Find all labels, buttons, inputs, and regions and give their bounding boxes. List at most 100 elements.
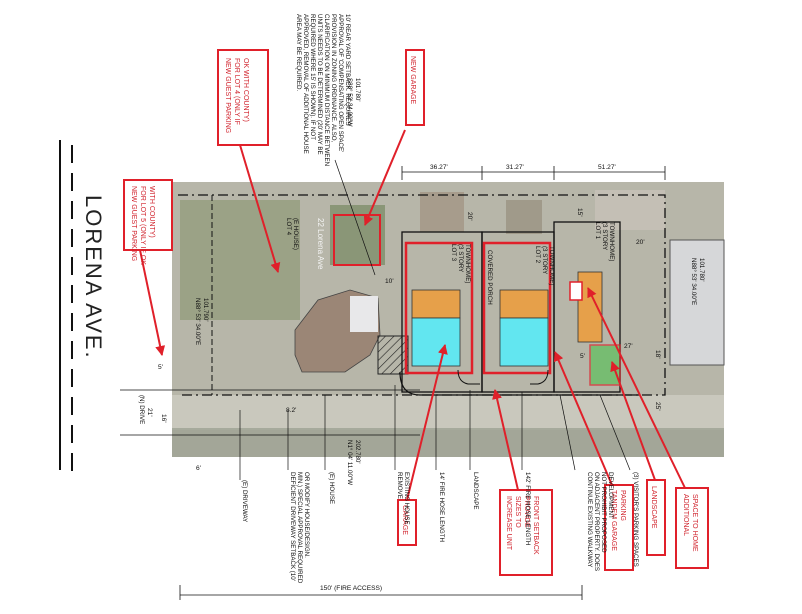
- svg-text:NEW GUEST PARKING: NEW GUEST PARKING: [130, 186, 137, 261]
- dim-51: 51.27': [598, 164, 616, 171]
- svg-text:S88° 53' 34.00"W: S88° 53' 34.00"W: [346, 78, 353, 127]
- lot3-roof: [411, 289, 461, 319]
- note-deficient: DEFICIENT DRIVEWAY SETBACK (10' MIN.) SP…: [289, 472, 310, 584]
- dim-20b: 20': [636, 239, 645, 246]
- dim-8-2: 8.2': [286, 407, 296, 414]
- driveway-curve: [399, 371, 640, 396]
- bearing-east: N88° 53' 34.00"E 101.780': [690, 258, 705, 305]
- note-remove-house: REMOVE EXISTING HOUSE: [396, 472, 410, 525]
- svg-text:(E) DRIVEWAY: (E) DRIVEWAY: [241, 480, 248, 522]
- callout-box-new-garage: [405, 49, 425, 126]
- svg-text:MIN.) SPECIAL APPROVAL REQUIRE: MIN.) SPECIAL APPROVAL REQUIRED: [296, 472, 303, 584]
- svg-text:(3 STORY: (3 STORY: [541, 246, 548, 274]
- svg-text:TOWNHOME): TOWNHOME): [464, 244, 471, 283]
- neighbor-building: [669, 239, 725, 366]
- arrow-additional: [587, 287, 686, 489]
- callout-new-garage-text: NEW GARAGE: [409, 56, 416, 105]
- dim-21: 21': [146, 408, 153, 417]
- svg-text:APPROVAL OF 'COMPENSATING OPEN: APPROVAL OF 'COMPENSATING OPEN SPACE': [337, 14, 344, 152]
- svg-text:202.780': 202.780': [354, 440, 361, 464]
- svg-text:GARAGE: GARAGE: [401, 505, 408, 535]
- street-name: LORENA AVE.: [81, 195, 106, 360]
- lot3-garage: [411, 317, 461, 367]
- fire-access-label: 150' (FIRE ACCESS): [320, 585, 382, 592]
- svg-text:PROVISION IN ZONING ORDINANCE.: PROVISION IN ZONING ORDINANCE. ALSO,: [330, 14, 337, 143]
- aerial-yard-lot4: [180, 200, 300, 320]
- svg-text:(3) VISITOR'S PARKING SPACES: (3) VISITOR'S PARKING SPACES: [632, 472, 639, 567]
- svg-text:LOT 1: LOT 1: [594, 222, 601, 240]
- dim-5b: 5': [580, 353, 585, 360]
- lot2-apron: [530, 369, 549, 385]
- svg-text:14' FIRE HOSE LENGTH: 14' FIRE HOSE LENGTH: [438, 472, 445, 542]
- svg-text:TANDEM GARAGE: TANDEM GARAGE: [610, 490, 617, 551]
- svg-text:LANDSCAPE: LANDSCAPE: [472, 472, 479, 509]
- callout-box-landscape: [646, 479, 666, 556]
- lot2-red-outline: [482, 241, 552, 375]
- neighbor-shed-2: [506, 200, 542, 234]
- svg-text:AREA MAY BE REQUIRED.: AREA MAY BE REQUIRED.: [295, 14, 302, 91]
- svg-text:DEVELOPMENT: DEVELOPMENT: [607, 472, 614, 519]
- svg-text:22 Lorena Ave: 22 Lorena Ave: [316, 218, 325, 270]
- svg-text:PROVIDE: PROVIDE: [523, 496, 530, 528]
- callout-box-guest-lot5: [123, 179, 173, 251]
- svg-text:SIZES TO: SIZES TO: [514, 496, 521, 528]
- svg-text:(N) DRIVE: (N) DRIVE: [138, 395, 145, 424]
- arrow-guest-lot4: [239, 144, 281, 273]
- property-line: [178, 194, 666, 396]
- svg-text:APPROVED, REMOVAL OF ADDITIONA: APPROVED, REMOVAL OF ADDITIONAL HOUSE: [302, 14, 309, 154]
- svg-text:COVERED PORCH: COVERED PORCH: [486, 250, 493, 305]
- landscape-area: [589, 344, 621, 386]
- svg-text:(3 STORY: (3 STORY: [457, 244, 464, 272]
- note-continue-walkway: CONTINUE EXISTING WALKWAY ON ADJACENT PR…: [586, 472, 614, 571]
- bearing-west: N88° 53' 34.00"E 101.790': [194, 298, 209, 345]
- lot2-roof: [499, 289, 549, 319]
- svg-text:101.780': 101.780': [698, 258, 705, 282]
- aerial-frontage: [172, 428, 724, 457]
- svg-text:TOWNHOME): TOWNHOME): [608, 222, 615, 261]
- note-n-drive: (N) DRIVE: [138, 395, 145, 424]
- callout-new-garage: NEW GARAGE: [409, 56, 416, 105]
- svg-text:N88° 53' 34.00"E: N88° 53' 34.00"E: [194, 298, 201, 345]
- lot3-apron: [457, 369, 480, 385]
- note-house: (E) HOUSE: [328, 472, 335, 504]
- dim-5: 5': [158, 364, 163, 371]
- neighbor-roof: [595, 190, 665, 230]
- dim-20a: 20': [466, 212, 473, 221]
- svg-text:LANDSCAPE: LANDSCAPE: [650, 486, 657, 529]
- svg-text:101.790': 101.790': [202, 298, 209, 322]
- svg-text:NEW GUEST PARKING: NEW GUEST PARKING: [224, 58, 231, 133]
- svg-text:SPACE TO HOME: SPACE TO HOME: [691, 494, 698, 552]
- dim-18: 18': [654, 350, 661, 359]
- svg-text:N88° 53' 34.00"E: N88° 53' 34.00"E: [690, 258, 697, 305]
- bearing-north: S88° 53' 34.00"W 101.780': [346, 78, 361, 127]
- callout-guest-lot4: NEW GUEST PARKING FOR LOT 4 (ONLY IF OK …: [224, 58, 249, 133]
- svg-text:(3 STORY: (3 STORY: [601, 222, 608, 250]
- rear-setback-note: 10' REAR YARD SETBACK. REQUIRES APPROVAL…: [295, 14, 351, 166]
- svg-text:(E HOUSE): (E HOUSE): [292, 218, 299, 250]
- svg-text:LOT 4: LOT 4: [285, 218, 292, 236]
- lot4-label: LOT 4 (E HOUSE): [285, 218, 299, 250]
- svg-text:CONTINUE EXISTING WALKWAY: CONTINUE EXISTING WALKWAY: [586, 472, 593, 567]
- dim-25: 25': [654, 402, 661, 411]
- svg-text:CLARIFICATION ON MINIMUM DISTA: CLARIFICATION ON MINIMUM DISTANCE BETWEE…: [323, 14, 330, 166]
- svg-text:OR MODIFY HOUSE/DESIGN.: OR MODIFY HOUSE/DESIGN.: [303, 472, 310, 558]
- dim-27: 27': [624, 343, 633, 350]
- neighbor-shed: [420, 192, 464, 232]
- svg-text:EXISTING HOUSE: EXISTING HOUSE: [403, 472, 410, 525]
- arrow-new-garage: [363, 129, 406, 226]
- lot3-label: LOT 3 (3 STORY TOWNHOME): [450, 244, 471, 283]
- dim-36: 36.27': [430, 164, 448, 171]
- callout-additional: ADDITIONAL SPACE TO HOME: [682, 494, 698, 552]
- remove-house-hatch: [377, 335, 409, 375]
- callout-box-guest-lot4: [217, 49, 269, 146]
- svg-text:N1° 04' 11.00"W: N1° 04' 11.00"W: [346, 440, 353, 485]
- aerial-road-edge: [172, 395, 724, 430]
- note-driveway: (E) DRIVEWAY: [241, 480, 248, 522]
- arrow-garage: [406, 344, 448, 501]
- callout-box-additional: [675, 487, 709, 569]
- svg-text:ON ADJACENT PROPERTY. DOES: ON ADJACENT PROPERTY. DOES: [593, 472, 600, 571]
- callout-increase-units: INCREASE UNIT SIZES TO PROVIDE FRONT SET…: [505, 496, 539, 555]
- note-visitor-parking: (3) VISITOR'S PARKING SPACES: [632, 472, 639, 567]
